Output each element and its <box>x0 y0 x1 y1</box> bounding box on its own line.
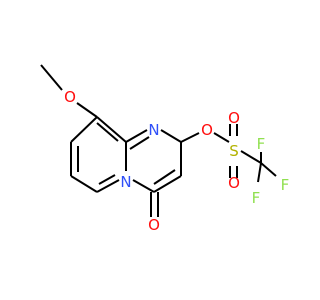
bond-c9a-c9 <box>96 116 127 143</box>
bond-c3-c4-double <box>153 169 176 185</box>
bond-c-f-left <box>257 162 262 183</box>
molecule-diagram: O N N O O S O O F F F <box>40 64 289 234</box>
bond-c9a-n1-double <box>129 136 150 150</box>
atom-n-ring: N <box>148 121 159 139</box>
bond-c2-o <box>180 132 200 143</box>
atom-o-sulfonyl-bottom: O <box>228 174 240 192</box>
bond-c6-c5-double <box>98 174 116 185</box>
bond-c-f-right <box>260 162 277 177</box>
bonds <box>40 64 277 217</box>
bond-c9-c8 <box>70 116 98 143</box>
bond-n1-c2 <box>160 129 182 143</box>
bond-c9a-n1 <box>125 129 148 143</box>
bond-c7-c6 <box>70 175 98 193</box>
atom-o-methoxy: O <box>64 88 76 106</box>
atom-s: S <box>229 142 239 160</box>
atom-o-carbonyl: O <box>148 216 160 234</box>
bond-s-cf3 <box>240 150 262 164</box>
structure-canvas: O N N O O S O O F F F <box>40 64 289 234</box>
atom-labels: O N N O O S O O F F F <box>64 88 289 234</box>
bond-o-s <box>213 132 230 143</box>
atom-o-ester: O <box>201 121 213 139</box>
bond-c4-n <box>132 179 155 193</box>
atom-o-sulfonyl-top: O <box>228 109 240 127</box>
bond-c9a-c9-double <box>96 122 119 142</box>
atom-f-top: F <box>257 135 266 153</box>
bond-c6-c5 <box>96 179 120 193</box>
atom-f-right: F <box>281 176 290 194</box>
bond-methyl-o <box>40 64 63 91</box>
atom-f-left: F <box>252 189 261 207</box>
bond-c3-c4 <box>153 175 182 193</box>
bond-o-c9 <box>76 102 98 118</box>
atom-n-bridge: N <box>120 173 131 191</box>
